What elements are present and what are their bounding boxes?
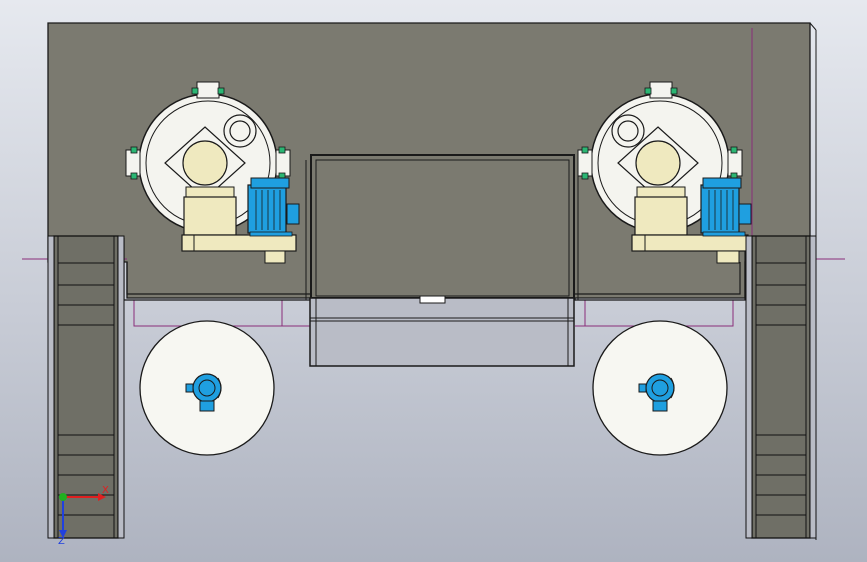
drum-left (139, 320, 275, 456)
drum-right (592, 320, 728, 456)
motor-left (247, 177, 300, 237)
mixer-unit-left (125, 81, 300, 264)
axis-z-label: Z (58, 536, 65, 547)
motor-right (700, 177, 752, 237)
gearbox-right (631, 186, 749, 264)
axis-triad: X Z (58, 485, 109, 547)
pump-left (185, 373, 222, 412)
gearbox-left (181, 186, 297, 264)
central-cabinet (305, 154, 579, 367)
stair-left (47, 235, 125, 539)
pump-right (638, 373, 675, 412)
axis-x-label: X (102, 485, 109, 496)
stair-right (745, 235, 817, 539)
mixer-unit-right (577, 81, 752, 264)
